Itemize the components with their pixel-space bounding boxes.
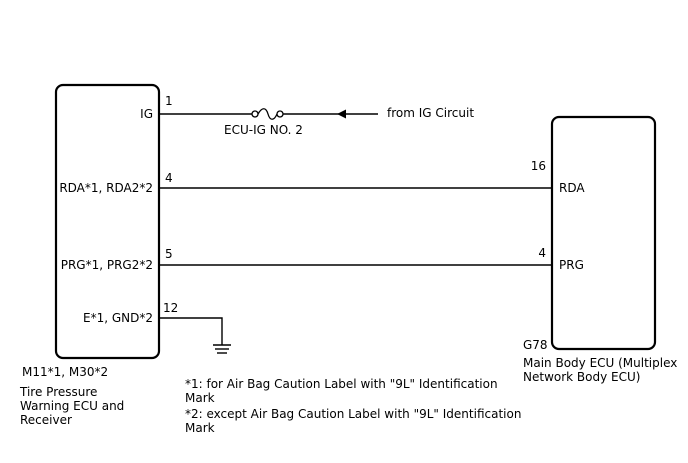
right-pin-name: RDA bbox=[559, 181, 585, 195]
ground-wire bbox=[159, 317, 223, 345]
right-pin-name: PRG bbox=[559, 258, 584, 272]
left-component-name-line: Warning ECU and bbox=[20, 399, 124, 413]
note-line: Mark bbox=[185, 391, 215, 405]
left-pin-name: E*1, GND*2 bbox=[83, 311, 153, 325]
left-component-box bbox=[54, 83, 161, 360]
source-label: from IG Circuit bbox=[387, 106, 474, 120]
ground-icon bbox=[213, 344, 231, 354]
fuse-icon bbox=[251, 108, 284, 120]
right-component-name-line: Main Body ECU (Multiplex bbox=[523, 356, 677, 370]
right-pin-number: 4 bbox=[538, 246, 546, 260]
left-pin-name: IG bbox=[140, 107, 153, 121]
right-pin-number: 16 bbox=[531, 159, 546, 173]
arrow-left-icon bbox=[337, 109, 346, 119]
left-component-name-line: Tire Pressure bbox=[19, 385, 97, 399]
right-component-code: G78 bbox=[523, 338, 548, 352]
left-pin-name: RDA*1, RDA2*2 bbox=[59, 181, 153, 195]
right-component-box bbox=[550, 115, 657, 351]
left-pin-number: 1 bbox=[165, 94, 173, 108]
left-pin-number: 4 bbox=[165, 171, 173, 185]
fuse-label: ECU-IG NO. 2 bbox=[224, 123, 303, 137]
note-line: *1: for Air Bag Caution Label with "9L" … bbox=[185, 377, 498, 391]
left-pin-number: 12 bbox=[163, 301, 178, 315]
left-component-name-line: Receiver bbox=[20, 413, 72, 427]
left-component-code: M11*1, M30*2 bbox=[22, 365, 108, 379]
note-line: *2: except Air Bag Caution Label with "9… bbox=[185, 407, 521, 421]
note-line: Mark bbox=[185, 421, 215, 435]
left-pin-name: PRG*1, PRG2*2 bbox=[61, 258, 153, 272]
left-pin-number: 5 bbox=[165, 247, 173, 261]
right-component-name-line: Network Body ECU) bbox=[523, 370, 640, 384]
